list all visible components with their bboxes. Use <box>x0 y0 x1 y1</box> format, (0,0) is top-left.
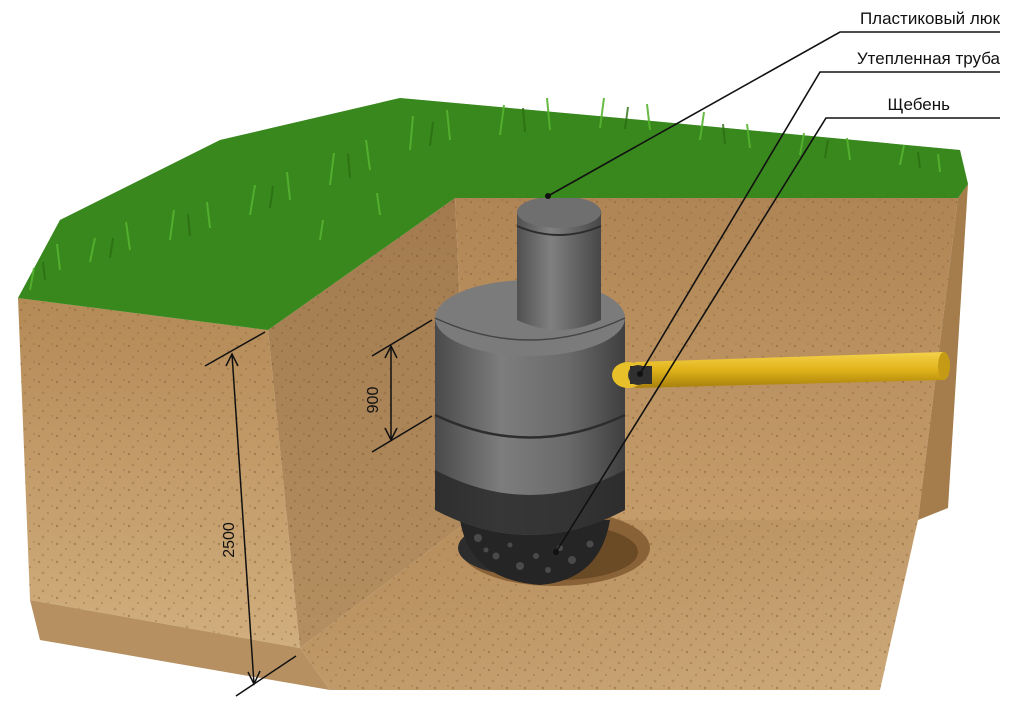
soil-pit-wall-left <box>268 198 470 648</box>
callout-lines <box>547 31 1000 553</box>
callout-line-hatch <box>547 31 1000 197</box>
grass-surface <box>18 97 968 330</box>
ground-edge <box>30 600 330 690</box>
callout-dot-gravel <box>553 549 559 555</box>
well-neck <box>516 196 602 330</box>
pit-floor <box>300 520 918 690</box>
dimension-ring-height <box>371 319 433 453</box>
callout-dot-hatch <box>545 193 551 199</box>
label-gravel: Щебень <box>888 95 951 114</box>
callout-dot-pipe <box>637 371 643 377</box>
dimension-total-depth <box>204 331 297 697</box>
soil-block-front-left <box>18 298 300 648</box>
callout-line-pipe <box>639 71 1000 375</box>
insulated-pipe <box>612 352 950 388</box>
dimension-2500-label: 2500 <box>221 522 238 558</box>
callout-line-gravel <box>555 117 1000 553</box>
label-hatch: Пластиковый люк <box>860 9 1001 28</box>
gravel-layer <box>458 520 610 585</box>
soil-block-right <box>918 184 968 520</box>
dimension-900-label: 900 <box>365 387 382 414</box>
label-pipe: Утепленная труба <box>857 49 1001 68</box>
